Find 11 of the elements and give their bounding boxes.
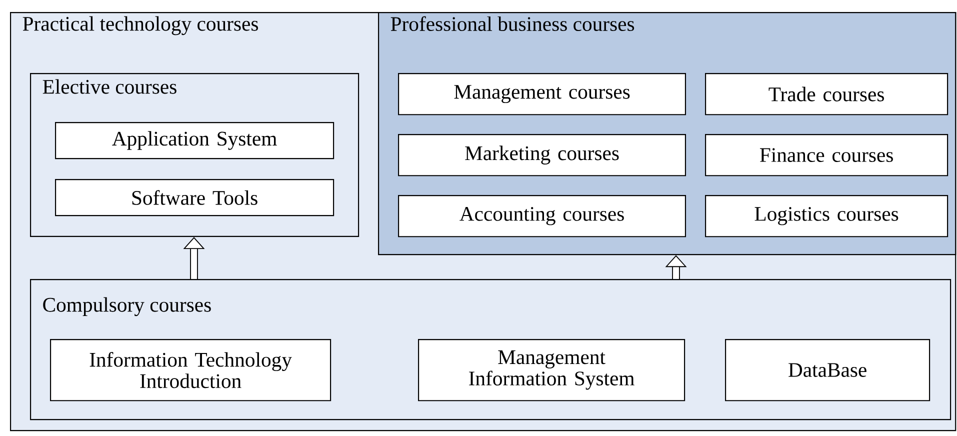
course-box: Finance courses xyxy=(705,134,948,176)
course-box: Trade courses xyxy=(705,73,948,116)
course-box: Accounting courses xyxy=(398,195,686,238)
course-box: Management Information System xyxy=(418,339,686,402)
course-box: Application System xyxy=(55,122,334,160)
course-box: Information Technology Introduction xyxy=(50,339,332,402)
course-box: Software Tools xyxy=(55,179,334,216)
course-box: Logistics courses xyxy=(705,195,948,238)
course-box: Marketing courses xyxy=(398,134,686,176)
course-box: Management courses xyxy=(398,73,686,116)
course-box: DataBase xyxy=(725,339,930,402)
